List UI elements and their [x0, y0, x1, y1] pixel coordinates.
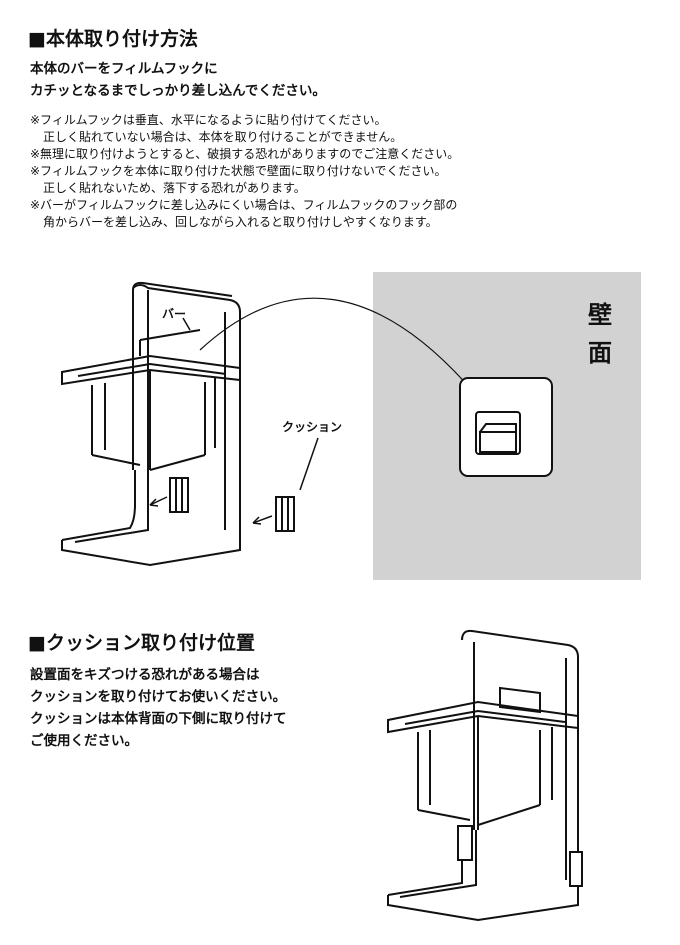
section2-line: ご使用ください。 [30, 733, 138, 749]
section2-title: ■クッション取り付け位置 [28, 632, 255, 654]
section2-instructions: 設置面をキズつける恐れがある場合は クッションを取り付けてお使いください。 クッ… [30, 664, 287, 752]
wall-label-char: 面 [588, 339, 612, 367]
section1-instruction-2: カチッとなるまでしっかり差し込んでください。 [30, 83, 326, 99]
film-hook-illustration [459, 377, 553, 477]
section1-instruction-1: 本体のバーをフィルムフックに [30, 61, 218, 77]
wall-label: 壁 面 [585, 296, 615, 372]
note: ※フィルムフックは垂直、水平になるように貼り付けてください。 [30, 113, 387, 127]
wall-label-char: 壁 [588, 301, 612, 329]
cushion-illustration [149, 437, 319, 532]
arrow-to-hook [199, 297, 471, 389]
note: ※無理に取り付けようとすると、破損する恐れがありますのでご注意ください。 [30, 147, 460, 161]
note: ※フィルムフックを本体に取り付けた状態で壁面に取り付けないでください。 [30, 164, 447, 178]
cushion-label: クッション [282, 420, 343, 434]
note: ※バーがフィルムフックに差し込みにくい場合は、フィルムフックのフック部の [30, 198, 458, 212]
note: 正しく貼れていない場合は、本体を取り付けることができません。 [43, 130, 403, 144]
section2-line: クッションを取り付けてお使いください。 [30, 689, 287, 705]
rack-illustration [61, 281, 241, 567]
notes-list: ※フィルムフックは垂直、水平になるように貼り付けてください。 正しく貼れていない… [30, 112, 459, 231]
note: 角からバーを差し込み、回しながら入れると取り付けしやすくなります。 [43, 215, 438, 229]
rack-with-cushion-illustration [387, 629, 583, 922]
note: 正しく貼れないため、落下する恐れがあります。 [43, 181, 306, 195]
section2-line: クッションは本体背面の下側に取り付けて [30, 711, 287, 727]
section1-title: ■本体取り付け方法 [28, 28, 198, 50]
bar-label: バー [162, 307, 187, 321]
section2-line: 設置面をキズつける恐れがある場合は [30, 667, 260, 683]
